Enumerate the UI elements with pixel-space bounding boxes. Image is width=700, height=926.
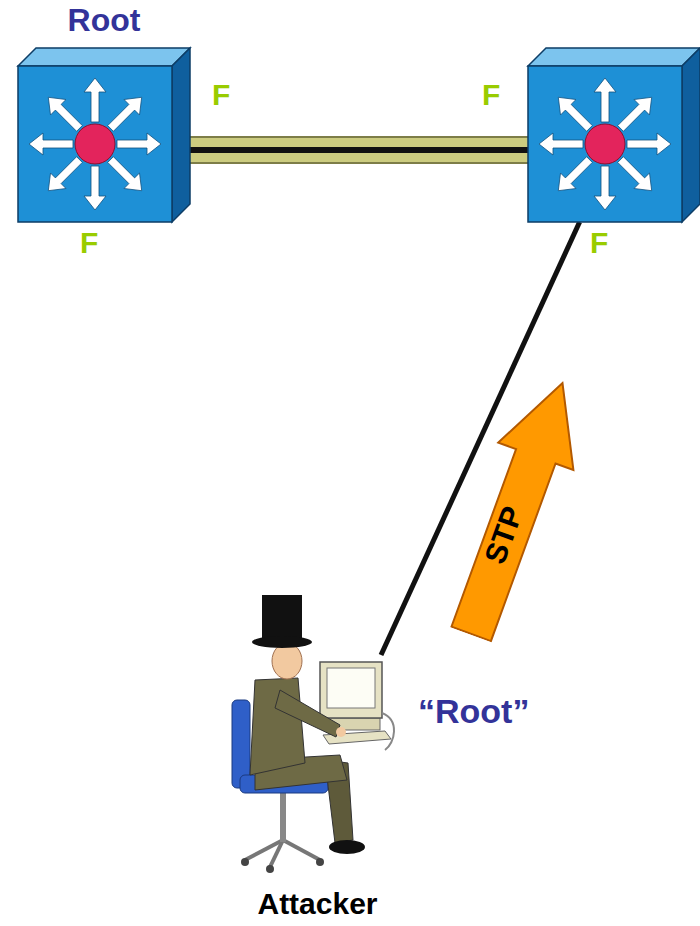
switch-arrow xyxy=(117,133,161,155)
switch-arrow xyxy=(618,97,652,131)
port-label: F xyxy=(482,78,500,112)
arrow-polygon xyxy=(434,369,600,647)
switch-front xyxy=(18,66,172,222)
switch-arrow xyxy=(29,133,73,155)
attacker-head xyxy=(272,643,302,679)
switch-arrow xyxy=(84,166,106,210)
switch-arrow xyxy=(558,97,592,131)
stp-arrow: STP xyxy=(431,367,602,649)
switch-arrow xyxy=(48,97,82,131)
switch-arrow xyxy=(618,157,652,191)
chair-leg xyxy=(270,840,283,867)
switch-side xyxy=(682,48,700,222)
switch-arrow xyxy=(84,78,106,122)
node-label: Attacker xyxy=(225,887,410,921)
link-line xyxy=(190,136,528,164)
trunk-link xyxy=(190,149,528,150)
chair-leg xyxy=(283,840,320,860)
attacker-arm xyxy=(275,690,340,737)
switch-arrow xyxy=(627,133,671,155)
switch-arrow xyxy=(108,157,142,191)
switch-center xyxy=(75,124,115,164)
switch-top xyxy=(528,48,700,66)
root-switch: RootF xyxy=(18,48,190,222)
switch-arrow xyxy=(108,97,142,131)
computer-cable xyxy=(382,713,394,750)
switch-arrow xyxy=(594,166,616,210)
switch-front xyxy=(528,66,682,222)
chair-wheel xyxy=(316,858,324,866)
attacker-torso xyxy=(250,678,305,775)
port-label: F xyxy=(80,226,98,260)
port-label: F xyxy=(212,78,230,112)
switch-top xyxy=(18,48,190,66)
switch-arrow xyxy=(539,133,583,155)
chair-wheel xyxy=(241,858,249,866)
switch-side xyxy=(172,48,190,222)
chair-post xyxy=(280,790,286,842)
hat-brim xyxy=(252,636,312,648)
switch-center xyxy=(585,124,625,164)
attacker-hand xyxy=(336,727,346,737)
chair-wheel xyxy=(266,865,274,873)
hat-crown xyxy=(262,595,302,642)
switch-arrow xyxy=(48,157,82,191)
switch-icon xyxy=(18,48,190,222)
computer-screen xyxy=(327,668,375,708)
node-heading: Root xyxy=(18,2,190,39)
link-line xyxy=(190,147,528,153)
lan-switch: F xyxy=(528,48,700,222)
attacker-figure xyxy=(225,585,425,885)
spoofed-root-label: “Root” xyxy=(418,692,529,731)
computer-monitor xyxy=(320,662,382,718)
link-line xyxy=(190,138,528,162)
switch-arrow xyxy=(558,157,592,191)
attacker-shoe xyxy=(329,840,365,854)
port-label: F xyxy=(590,226,608,260)
switch-arrow xyxy=(594,78,616,122)
attacker-host: Attacker xyxy=(225,655,420,926)
switch-icon xyxy=(528,48,700,222)
